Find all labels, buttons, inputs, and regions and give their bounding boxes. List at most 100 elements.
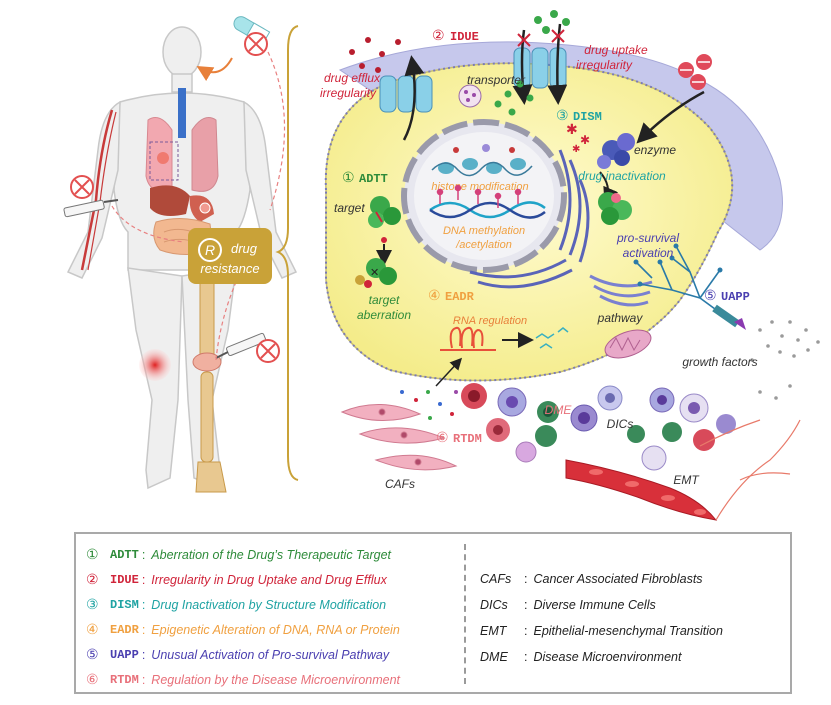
legend-abbr-desc: Epithelial-mesenchymal Transition [533,624,723,638]
legend-desc: Epigenetic Alteration of DNA, RNA or Pro… [151,622,400,637]
drug-efflux-line2: irregularity [320,86,377,100]
syringe-arm-icon [63,199,119,218]
rna-structure [440,326,496,351]
rna-regulation-label: RNA regulation [453,315,527,327]
legend-code: DISM [110,597,139,612]
dna-helix [429,184,546,219]
legend-desc: Regulation by the Disease Microenvironme… [151,672,401,687]
syringe-knee-icon [215,332,267,359]
svg-text:✕: ✕ [370,267,379,279]
target-aberration-line1: target [369,293,400,307]
legend-sep: : [524,650,528,664]
legend-abbr: EMT [480,624,507,638]
legend-marker: ① [86,546,99,562]
eadr-marker: ④ [428,287,441,303]
pill-entry-arrow [636,90,705,144]
legend-desc: Irregularity in Drug Uptake and Drug Eff… [151,572,387,587]
svg-text:✱: ✱ [572,144,580,155]
legend-abbr-desc: Cancer Associated Fibroblasts [533,572,703,586]
legend-abbr: CAFs [480,572,512,586]
target-protein: ✕ [355,196,401,288]
pro-survival-protein [598,192,632,225]
tumor-region-box [149,141,179,181]
scattered-particles [400,390,458,420]
target-aberration-line2: aberration [357,308,411,322]
legend-mechanism-row: ⑥ RTDM : Regulation by the Disease Micro… [86,671,400,688]
legend-code: ADTT [110,547,139,562]
dism-marker: ③ [556,107,569,123]
legend-abbreviation-row: CAFs: Cancer Associated Fibroblasts [480,572,703,586]
trachea [178,88,186,138]
right-lung [191,117,219,192]
adtt-code: ADTT [359,172,388,186]
lung-tumor [157,152,169,164]
legend-code: UAPP [110,647,139,662]
blood-vessel [565,459,718,521]
drug-molecules-efflux [349,37,401,73]
legend-abbreviation-row: DICs:Diverse Immune Cells [480,598,656,612]
rtdm-marker: ⑥ [436,429,449,445]
diverse-immune-cells [461,383,736,471]
svg-text:✱: ✱ [566,121,578,137]
dism-heading: ③ DISM [556,107,602,124]
pill-arrow [196,57,233,82]
nucleus: histone modification DNA methylation /ac… [401,119,567,273]
legend-sep: : [141,647,146,662]
dna-methylation-line2: /acetylation [455,239,512,251]
rtdm-code: RTDM [453,432,482,446]
pro-survival-line1: pro-survival [616,231,679,245]
eadr-heading: ④ EADR [428,287,475,304]
legend-sep: : [524,624,528,638]
legend-abbreviation-row: DME: Disease Microenvironment [480,650,681,664]
dme-label: DME [545,403,573,417]
legend-sep: : [524,572,528,586]
liver [150,185,190,216]
growth-factor-dots [750,320,820,400]
legend-sep: : [141,672,146,687]
adtt-marker: ① [342,169,355,185]
legend-marker: ⑥ [86,671,99,687]
idue-code: IDUE [450,30,479,44]
legend-desc: Aberration of the Drug’s Therapeutic Tar… [151,547,392,562]
legend-marker: ⑤ [86,646,99,662]
legend-marker: ③ [86,596,99,612]
svg-text:✱: ✱ [580,133,590,147]
knee-inflammation [139,349,171,381]
legend-code: EADR [110,622,139,637]
drug-molecules-uptake [494,10,570,116]
idue-heading: ② IDUE [432,27,479,44]
legend-mechanism-row: ⑤ UAPP : Unusual Activation of Pro-survi… [86,646,389,663]
rtdm-heading: ⑥ RTDM [436,429,482,446]
legend-abbr: DME [480,650,508,664]
dna-methylation-line1: DNA methylation [443,225,525,237]
legend-mechanism-row: ④ EADR : Epigenetic Alteration of DNA, R… [86,621,400,638]
enzyme-label: enzyme [634,143,676,157]
dism-code: DISM [573,110,602,124]
dics-label: DICs [607,417,634,431]
arm-artery [80,109,114,271]
legend-sep: : [524,598,528,612]
legend-sep: : [141,597,146,612]
legend-code: RTDM [110,672,139,687]
cancer-cell: histone modification DNA methylation /ac… [320,10,820,400]
drug-efflux-line1: drug efflux [324,71,381,85]
legend-abbreviation-row: EMT: Epithelial-mesenchymal Transition [480,624,723,638]
legend-mechanism-row: ③ DISM : Drug Inactivation by Structure … [86,596,386,613]
drug-uptake-line1: drug uptake [584,43,648,57]
pathway-nodes [633,243,723,287]
leg-skeleton [192,269,227,493]
transporter-label: transporter [467,73,526,87]
legend-desc: Unusual Activation of Pro-survival Pathw… [151,647,390,662]
legend-divider [464,544,466,684]
capillaries [699,419,801,521]
modified-drug-stars: ✱✱✱ [566,121,590,155]
legend-sep: : [141,622,146,637]
target-label: target [334,201,365,215]
pathway-label: pathway [597,311,644,325]
human-body: R drug resistance [63,16,298,493]
drug-resistance-line2: resistance [200,261,259,276]
legend-abbr-desc: Disease Microenvironment [533,650,682,664]
brace [275,25,299,481]
drug-resistance-line1: drug [231,241,258,256]
